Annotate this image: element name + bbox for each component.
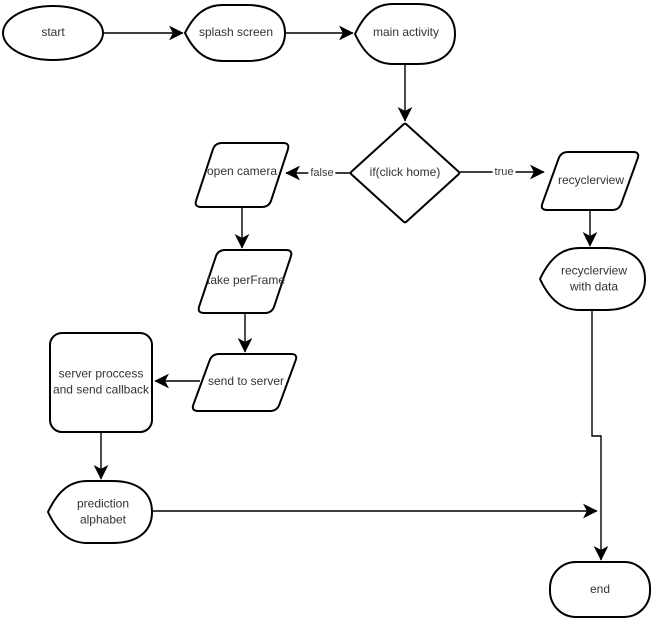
node-if-click-home-label: if(click home) [369, 165, 441, 180]
node-send-to-server-shape[interactable] [191, 353, 298, 412]
node-prediction-alphabet-shape[interactable] [46, 480, 154, 544]
edge-recyclerview-with-data-to-end[interactable] [591, 310, 609, 561]
node-send-to-server-label: send to server [207, 374, 285, 389]
node-end-label: end [589, 582, 611, 597]
node-open-camera-shape[interactable] [194, 142, 290, 208]
node-recyclerview-shape[interactable] [540, 151, 640, 211]
node-splash-screen-label: splash screen [198, 25, 274, 40]
node-if-click-home-shape[interactable] [349, 122, 461, 224]
node-start-label: start [41, 25, 65, 40]
edge-label-true: true [492, 165, 516, 179]
node-main-activity-shape[interactable] [353, 3, 457, 65]
node-take-perframe-label: take perFrame [206, 273, 286, 288]
edge-label-false: false [308, 166, 336, 180]
node-splash-screen-shape[interactable] [183, 4, 287, 62]
node-take-perframe-shape[interactable] [197, 249, 293, 314]
node-open-camera-label: open camera [206, 164, 278, 179]
node-recyclerview-label: recyclerview [557, 173, 625, 188]
node-recyclerview-with-data-shape[interactable] [538, 247, 647, 311]
node-server-process-shape[interactable] [49, 332, 153, 433]
node-recyclerview-with-data-label: recyclerview with data [560, 263, 628, 293]
node-end-shape[interactable] [549, 561, 651, 618]
node-main-activity-label: main activity [372, 25, 440, 40]
node-server-process-label: server proccess and send callback [52, 366, 150, 396]
node-start-shape[interactable] [2, 5, 104, 61]
node-prediction-alphabet-label: prediction alphabet [76, 496, 130, 526]
